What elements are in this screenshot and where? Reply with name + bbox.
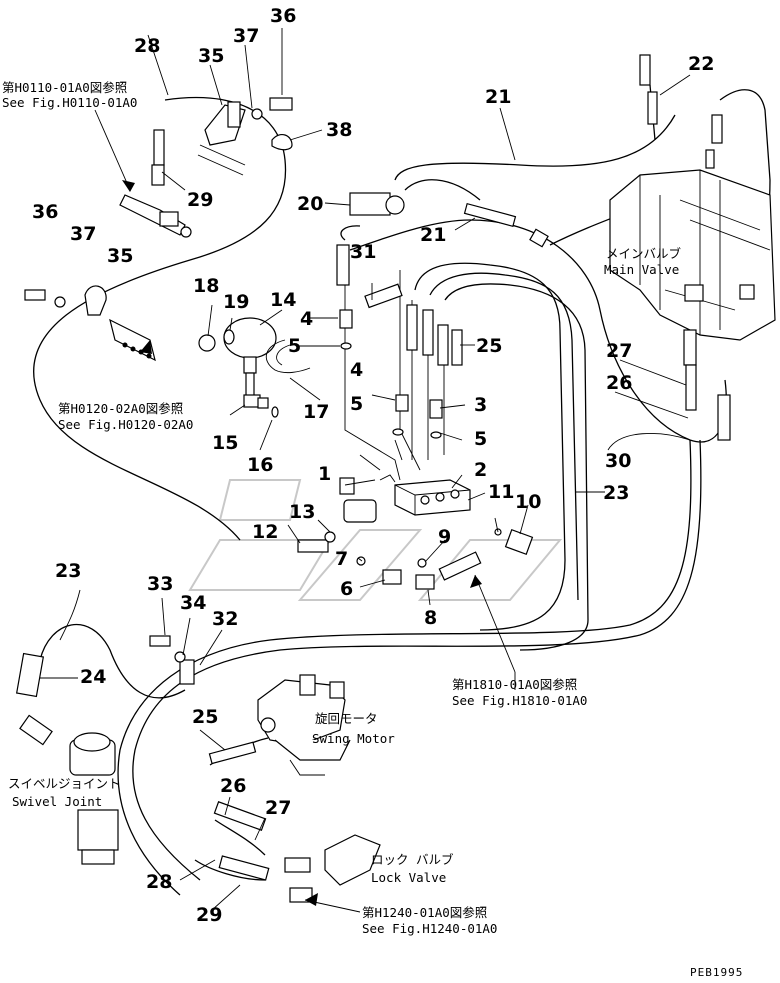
swivel-joint-label-en: Swivel Joint	[12, 794, 102, 809]
label-29-lower: 29	[196, 904, 222, 926]
label-33: 33	[147, 573, 173, 595]
label-28-lower: 28	[146, 871, 172, 893]
swing-motor-label-jp: 旋回モータ	[315, 711, 378, 726]
label-37-top: 37	[233, 25, 259, 47]
label-29-top: 29	[187, 189, 213, 211]
main-valve-label-en: Main Valve	[604, 262, 679, 277]
main-valve-fittings	[529, 54, 731, 441]
lock-valve-label-en: Lock Valve	[371, 870, 446, 885]
lock-valve-label-jp: ロック バルブ	[371, 852, 454, 867]
label-37-left: 37	[70, 223, 96, 245]
label-36-left: 36	[32, 201, 58, 223]
ref-h1240-en: See Fig.H1240-01A0	[362, 921, 497, 936]
label-19: 19	[223, 291, 249, 313]
label-36-top: 36	[270, 5, 296, 27]
reference-arrows	[122, 180, 482, 906]
label-12: 12	[252, 521, 278, 543]
ref-h0120-en: See Fig.H0120-02A0	[58, 417, 193, 432]
label-28-top: 28	[134, 35, 160, 57]
part-number-labels: 28 35 37 36 38 29 20 21 21 22 36 37 35 3…	[32, 5, 714, 926]
reference-notes: 第H0110-01A0図参照 See Fig.H0110-01A0 第H0120…	[2, 80, 587, 936]
label-23-left: 23	[55, 560, 81, 582]
label-18: 18	[193, 275, 219, 297]
label-38: 38	[326, 119, 352, 141]
label-15: 15	[212, 432, 238, 454]
ref-h1240-jp: 第H1240-01A0図参照	[362, 905, 487, 920]
watermark-logo	[188, 479, 563, 601]
label-21-top: 21	[485, 86, 511, 108]
label-26-right: 26	[606, 372, 632, 394]
label-25-lower: 25	[192, 706, 218, 728]
label-20: 20	[297, 193, 323, 215]
label-10: 10	[515, 491, 541, 513]
label-30: 30	[605, 450, 631, 472]
hose-lines	[33, 84, 771, 896]
label-9: 9	[438, 526, 451, 548]
label-27-right: 27	[606, 340, 632, 362]
label-3: 3	[474, 394, 487, 416]
component-names: メインバルブ Main Valve 旋回モータ Swing Motor スイベル…	[8, 246, 682, 885]
label-16: 16	[247, 454, 273, 476]
main-valve	[609, 169, 776, 341]
accumulator-group	[198, 317, 311, 418]
label-5-upper: 5	[288, 335, 301, 357]
label-5-mid: 5	[350, 393, 363, 415]
swivel-joint-label-jp: スイベルジョイント	[8, 776, 121, 791]
upper-left-fittings	[24, 97, 293, 362]
label-2: 2	[474, 459, 487, 481]
ref-h0110-jp: 第H0110-01A0図参照	[2, 80, 127, 95]
label-8: 8	[424, 607, 437, 629]
swivel-joint	[15, 652, 119, 865]
label-25-upper: 25	[476, 335, 502, 357]
center-manifold	[297, 192, 534, 590]
swing-motor	[257, 674, 351, 776]
label-4-upper: 4	[300, 308, 313, 330]
label-22: 22	[688, 53, 714, 75]
label-13: 13	[289, 501, 315, 523]
label-26-lower: 26	[220, 775, 246, 797]
label-6: 6	[340, 578, 353, 600]
label-21-mid: 21	[420, 224, 446, 246]
label-35-top: 35	[198, 45, 224, 67]
label-32: 32	[212, 608, 238, 630]
label-17: 17	[303, 401, 329, 423]
swing-motor-label-en: Swing Motor	[312, 731, 395, 746]
lock-valve	[149, 635, 381, 903]
label-11: 11	[488, 481, 514, 503]
label-27-lower: 27	[265, 797, 291, 819]
label-34: 34	[180, 592, 206, 614]
label-31: 31	[350, 241, 376, 263]
label-4-lower: 4	[350, 359, 363, 381]
ref-h1810-en: See Fig.H1810-01A0	[452, 693, 587, 708]
label-5-right: 5	[474, 428, 487, 450]
label-14: 14	[270, 289, 296, 311]
label-23-right: 23	[603, 482, 629, 504]
label-35-left: 35	[107, 245, 133, 267]
label-1: 1	[318, 463, 331, 485]
ref-h0110-en: See Fig.H0110-01A0	[2, 95, 137, 110]
ref-h1810-jp: 第H1810-01A0図参照	[452, 677, 577, 692]
leader-lines	[40, 28, 691, 913]
label-24: 24	[80, 666, 106, 688]
main-valve-label-jp: メインバルブ	[606, 246, 682, 261]
ref-h0120-jp: 第H0120-02A0図参照	[58, 401, 183, 416]
label-7: 7	[335, 548, 348, 570]
drawing-code: PEB1995	[690, 966, 743, 979]
